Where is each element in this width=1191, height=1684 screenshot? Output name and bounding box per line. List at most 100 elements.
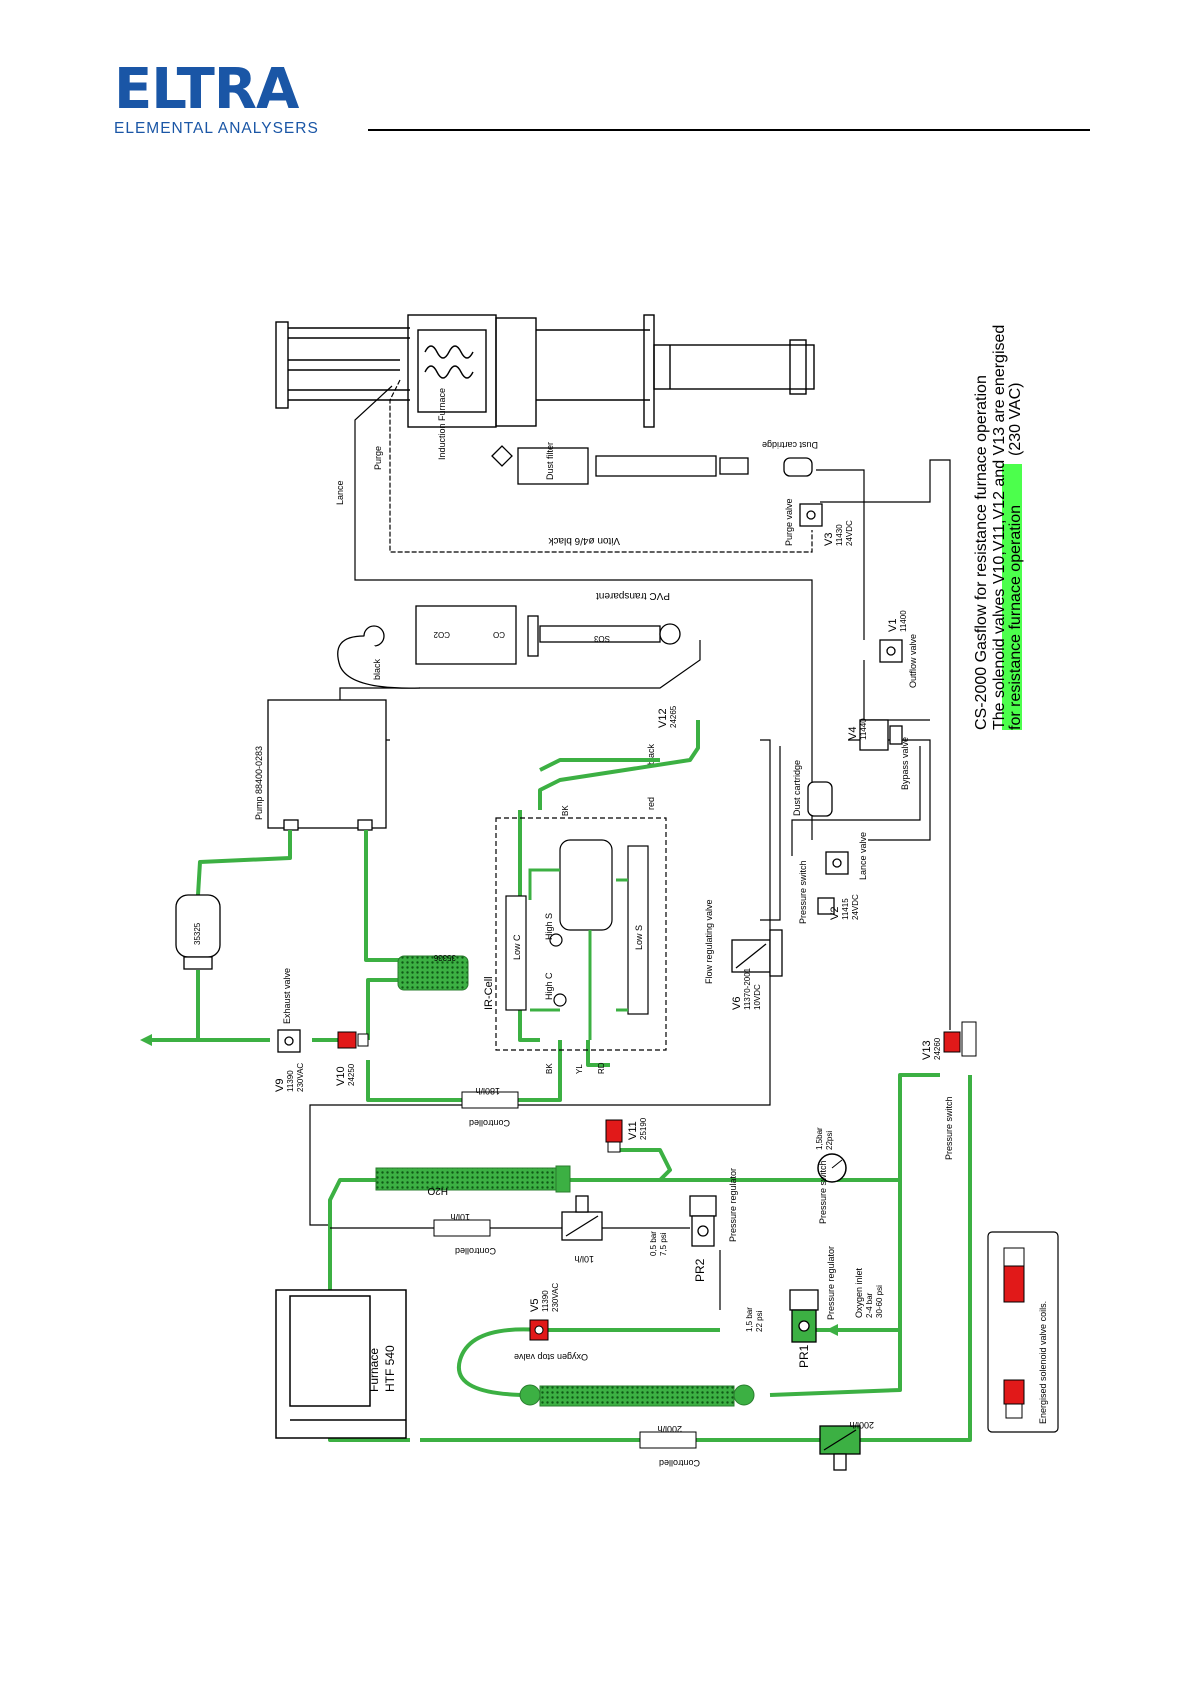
logo-wordmark: ELTRA xyxy=(114,57,299,122)
rd-label: RD xyxy=(597,1062,606,1074)
co2-conv-left: CO2 xyxy=(433,630,450,639)
v3-label: V3 xyxy=(823,533,835,546)
co2-conv-so3: SO3 xyxy=(593,634,610,643)
needle-valve-200 xyxy=(819,1425,861,1471)
yl-label: YL xyxy=(575,1064,584,1074)
pr2-reg-label: Pressure regulator xyxy=(728,1168,738,1242)
black-tube-label: black xyxy=(372,658,382,680)
pressure-regulator-pr1 xyxy=(789,1289,819,1343)
dust-filter-label: Dust filter xyxy=(545,442,555,480)
v4-label: V4 xyxy=(847,727,859,740)
lance-valve-v2 xyxy=(817,851,849,915)
ir-cell-label: IR-Cell xyxy=(483,976,495,1010)
induction-furnace-label: Induction Furnace xyxy=(437,388,447,460)
title-line3-highlight: for resistance furnace operation xyxy=(1007,505,1024,730)
legend: Energised solenoid valve coils. xyxy=(987,1231,1059,1433)
ir-cell-green xyxy=(528,868,628,1040)
co2-absorber xyxy=(519,1384,755,1407)
exhaust-valve-label: Exhaust valve xyxy=(282,968,292,1024)
flow-180-label: 180l/h xyxy=(475,1086,500,1096)
bk2-label: BK xyxy=(545,1063,554,1074)
v9-volt: 230VAC xyxy=(296,1063,305,1092)
title-line3-pre: (230 VAC) xyxy=(1007,382,1024,456)
induction-furnace-assembly xyxy=(275,314,815,428)
pvc-label: PVC transparent xyxy=(596,590,670,601)
flow-10-b-label: 10l/h xyxy=(574,1254,594,1264)
v10-spec: 24250 xyxy=(347,1063,356,1086)
pump xyxy=(267,699,387,831)
oxygen-stop-label: Oxygen stop valve xyxy=(514,1352,588,1362)
exhaust-outlet-arrow xyxy=(140,1034,152,1046)
gauge-bar: 1,5bar xyxy=(815,1127,824,1150)
v12-label: V12 xyxy=(657,708,669,728)
v13-label: V13 xyxy=(921,1040,933,1060)
outflow-valve-v1 xyxy=(879,639,903,663)
solenoid-v10 xyxy=(337,1031,369,1049)
v5-spec: 11390 xyxy=(541,1290,550,1312)
v11-label: V11 xyxy=(627,1121,639,1140)
needle-valve-10 xyxy=(561,1195,603,1241)
h2o-absorber xyxy=(375,1165,571,1193)
purge-valve-v3 xyxy=(799,503,823,527)
oxygen-inlet-bar: 2-4 bar xyxy=(865,1292,874,1318)
v3-volt: 24VDC xyxy=(845,520,854,546)
exhaust-valve-v9 xyxy=(277,1029,301,1053)
oxygen-stop-valve-v5 xyxy=(529,1319,549,1341)
v1-label: V1 xyxy=(887,619,899,632)
title-line2: The solenoid valves V10,V11,V12 and V13 … xyxy=(991,325,1008,730)
legend-plain-coil xyxy=(1003,1247,1025,1267)
v1-spec: 11400 xyxy=(899,610,908,632)
v2-volt: 24VDC xyxy=(851,894,860,920)
pr2-psi: 7,5 psi xyxy=(659,1232,668,1256)
pr1-label: PR1 xyxy=(797,1344,811,1368)
pressure-switch-v2-label: Pressure switch xyxy=(798,860,808,924)
oxygen-inlet-label: Oxygen inlet xyxy=(854,1267,864,1318)
pressure-regulator-pr2 xyxy=(689,1195,717,1247)
dust-cartridge-mid-label: Dust cartridge xyxy=(792,760,802,816)
v2-spec: 11415 xyxy=(841,898,850,920)
filter-35336-label: 35336 xyxy=(433,953,456,962)
gauge-psi: 22psi xyxy=(825,1131,834,1150)
flowmeter-200 xyxy=(639,1431,697,1449)
green-gas-lines xyxy=(148,720,972,1442)
pr2-bar: 0,5 bar xyxy=(649,1231,658,1256)
dust-cartridge-top-label: Dust cartridge xyxy=(762,440,818,450)
outflow-valve-label: Outflow valve xyxy=(908,634,918,688)
red-label: red xyxy=(646,797,656,810)
pr1-psi: 22 psi xyxy=(755,1310,764,1332)
solenoid-v11 xyxy=(605,1119,623,1153)
v2-label: V2 xyxy=(829,907,841,920)
pressure-switch-v13-label: Pressure switch xyxy=(944,1096,954,1160)
bk1-label: BK xyxy=(561,805,570,816)
black-v12-label: black xyxy=(646,743,656,765)
v12-spec: 24265 xyxy=(669,705,678,728)
pr2-label: PR2 xyxy=(693,1258,707,1282)
flowmeter-180 xyxy=(461,1091,519,1109)
co2-conv-mid: CO xyxy=(493,630,505,639)
gauge-needle xyxy=(831,1159,843,1169)
lance-label: Lance xyxy=(335,480,345,505)
lance-valve-label: Lance valve xyxy=(858,832,868,880)
filter-35325 xyxy=(175,894,221,970)
controlled-10-label: Controlled xyxy=(455,1246,496,1256)
ir-cell-components xyxy=(505,839,649,1015)
dust-cartridge-mid xyxy=(807,781,833,817)
furnace-label: Furnace xyxy=(367,1348,381,1392)
v3-spec: 11430 xyxy=(835,524,844,546)
flow-regulating-label: Flow regulating valve xyxy=(704,899,714,984)
oxygen-inlet-psi: 30-60 psi xyxy=(875,1285,884,1318)
purge-label: Purge xyxy=(373,446,383,470)
filter-35325-label: 35325 xyxy=(193,922,202,945)
legend-red-valve xyxy=(1003,1379,1025,1405)
pr1-bar: 1,5 bar xyxy=(745,1307,754,1332)
title-line1: CS-2000 Gasflow for resistance furnace o… xyxy=(973,375,990,730)
low-c-label: Low C xyxy=(512,934,522,960)
v9-spec: 11390 xyxy=(286,1070,295,1092)
v6-volt: 10VDC xyxy=(753,984,762,1010)
pr1-reg-label: Pressure regulator xyxy=(826,1246,836,1320)
controlled-180-label: Controlled xyxy=(469,1118,510,1128)
pressure-switch-gauge-label: Pressure switch xyxy=(818,1160,828,1224)
flow-200-b-label: 200l/h xyxy=(849,1420,874,1430)
dust-filter xyxy=(491,445,813,485)
furnace-htf540 xyxy=(275,1289,407,1439)
